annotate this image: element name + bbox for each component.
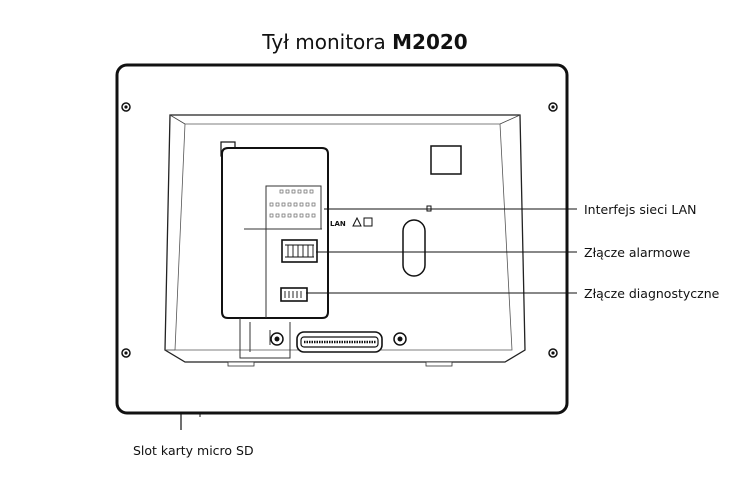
screw-top-right (548, 102, 558, 112)
screw-bottom-left (121, 348, 131, 358)
diagnostic-connector (280, 287, 308, 302)
screw-bottom-center-right (393, 332, 407, 346)
monitor-inner-panel (164, 114, 526, 363)
callout-sd: Slot karty micro SD (133, 443, 254, 458)
title-prefix: Tył monitora (262, 30, 386, 54)
screw-bottom-center-left (270, 332, 284, 346)
lan-port-label: LAN (330, 220, 346, 228)
callout-alarm: Złącze alarmowe (584, 245, 691, 260)
callout-diagnostic: Złącze diagnostyczne (584, 286, 720, 301)
callout-lan: Interfejs sieci LAN (584, 202, 697, 217)
warning-triangle-icon (352, 216, 373, 227)
screw-bottom-right (548, 348, 558, 358)
alarm-connector (281, 239, 318, 263)
mounting-slot (402, 219, 426, 277)
diagram-title: Tył monitora M2020 (0, 30, 730, 54)
screw-top-left (121, 102, 131, 112)
mounting-square (430, 145, 462, 175)
title-model: M2020 (392, 30, 468, 54)
